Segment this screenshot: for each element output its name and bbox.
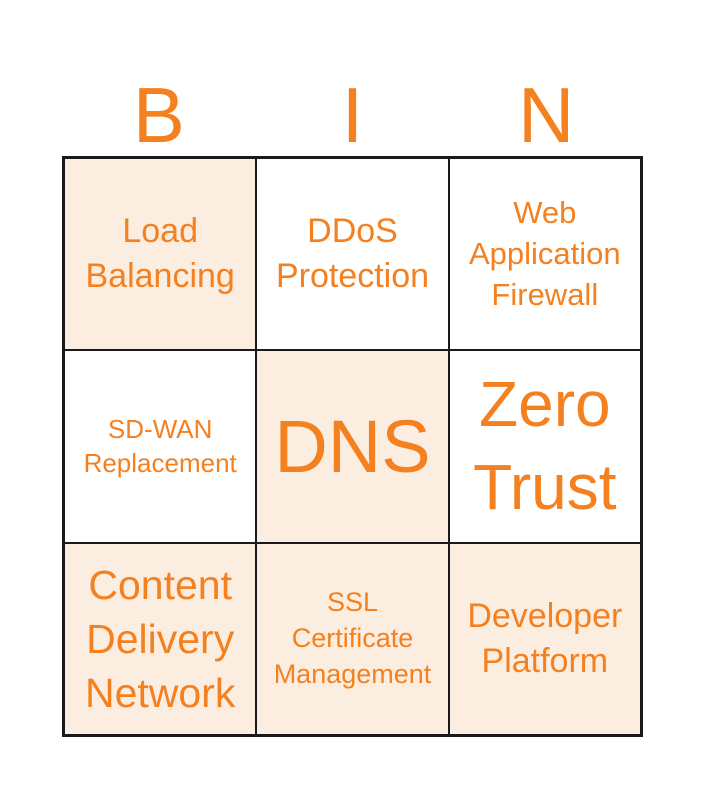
header-letter-i: I <box>341 71 364 159</box>
cell-label: Load Balancing <box>85 212 235 296</box>
cell-label: DDoS Protection <box>275 212 430 296</box>
cell-label: Zero Trust <box>473 368 617 524</box>
cell-label: Web Application Firewall <box>468 194 621 312</box>
bingo-grid: Load Balancing DDoS Protection Web Appli… <box>62 156 643 737</box>
cell-label: SD-WAN Replacement <box>83 414 237 479</box>
bingo-cell-ssl-certificate-management[interactable]: SSL Certificate Management <box>256 542 449 735</box>
bingo-cell-dns[interactable]: DNS <box>256 350 449 543</box>
bingo-cell-zero-trust[interactable]: Zero Trust <box>448 350 641 543</box>
bingo-cell-web-application-firewall[interactable]: Web Application Firewall <box>448 158 641 351</box>
cell-label: DNS <box>274 404 431 488</box>
bingo-cell-sd-wan-replacement[interactable]: SD-WAN Replacement <box>64 350 257 543</box>
cell-label: Content Delivery Network <box>84 561 236 716</box>
bingo-cell-ddos-protection[interactable]: DDoS Protection <box>256 158 449 351</box>
bingo-cell-load-balancing[interactable]: Load Balancing <box>64 158 257 351</box>
header-letter-b: B <box>132 71 185 159</box>
cell-label: Developer Platform <box>467 596 623 680</box>
bingo-header: B I N <box>62 56 643 154</box>
bingo-cell-developer-platform[interactable]: Developer Platform <box>448 542 641 735</box>
bingo-cell-content-delivery-network[interactable]: Content Delivery Network <box>64 542 257 735</box>
cell-label: SSL Certificate Management <box>273 587 432 689</box>
header-letter-n: N <box>518 71 575 159</box>
